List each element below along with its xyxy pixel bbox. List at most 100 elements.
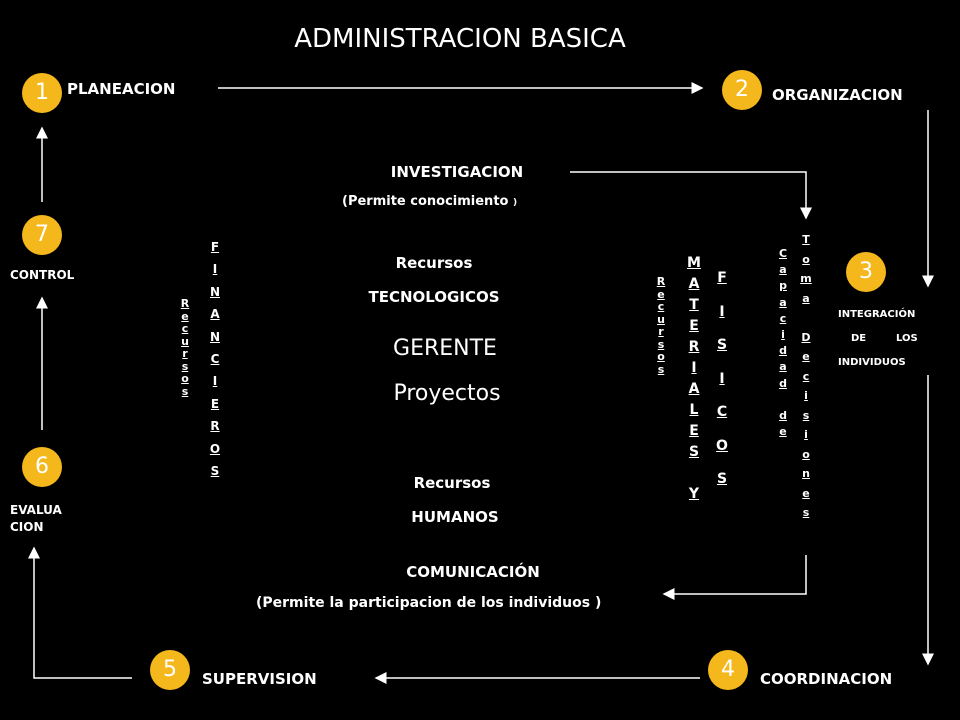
comunicacion-note: (Permite la participacion de los individ… bbox=[256, 595, 602, 611]
investigacion-label: INVESTIGACION bbox=[390, 163, 524, 181]
step-circle-1: 1 bbox=[22, 73, 62, 113]
vertical-letter: R bbox=[656, 275, 666, 288]
vertical-letter: u bbox=[181, 334, 189, 348]
vertical-letter: d bbox=[779, 409, 787, 423]
vertical-letter: S bbox=[716, 471, 728, 487]
gerente-label: GERENTE bbox=[393, 336, 497, 361]
vertical-letter: S bbox=[688, 444, 700, 460]
vertical-letter: F bbox=[210, 240, 220, 254]
vertical-letter: d bbox=[779, 344, 787, 358]
vertical-letter: R bbox=[180, 297, 190, 310]
vertical-letter: A bbox=[688, 381, 700, 397]
step-circle-2: 2 bbox=[722, 70, 762, 110]
recursos-humanos-label-1: Recursos bbox=[413, 474, 491, 492]
step-label-integracion: INTEGRACIÓN bbox=[838, 309, 916, 320]
step-label-control: CONTROL bbox=[10, 268, 75, 282]
step-label-integracion-los: LOS bbox=[896, 333, 918, 344]
vertical-letter: e bbox=[181, 309, 189, 323]
vertical-letter: M bbox=[687, 255, 701, 271]
vertical-letter: c bbox=[779, 311, 787, 325]
vertical-letter: r bbox=[658, 325, 664, 338]
step-label-evaluacion-2: CION bbox=[10, 520, 44, 534]
vertical-letter: e bbox=[779, 425, 787, 439]
vertical-letter: i bbox=[804, 428, 808, 441]
vertical-letter: a bbox=[802, 291, 810, 305]
recursos-tecnologicos-label-1: Recursos bbox=[395, 254, 473, 272]
vertical-letter: T bbox=[802, 233, 810, 246]
vertical-letter: o bbox=[657, 350, 665, 363]
vertical-letter: u bbox=[657, 312, 665, 326]
step-circle-3: 3 bbox=[846, 252, 886, 292]
vertical-letter: I bbox=[719, 303, 725, 320]
vertical-letter: i bbox=[804, 389, 808, 402]
vertical-letter: N bbox=[209, 284, 221, 299]
vertical-letter: I bbox=[719, 370, 725, 387]
vertical-letter: R bbox=[688, 339, 700, 355]
vertical-letter: S bbox=[716, 337, 728, 353]
vertical-letter: I bbox=[691, 360, 697, 376]
arrow-supervision-evaluacion bbox=[28, 546, 132, 679]
vertical-letter: c bbox=[802, 369, 810, 383]
step-label-evaluacion-1: EVALUA bbox=[10, 503, 62, 517]
step-label-supervision: SUPERVISION bbox=[202, 670, 317, 688]
vertical-letter: A bbox=[688, 276, 700, 292]
vertical-letter: s bbox=[181, 384, 189, 398]
vertical-letter: s bbox=[802, 408, 810, 422]
vertical-letter: E bbox=[689, 318, 699, 334]
vertical-letter: d bbox=[779, 376, 787, 390]
proyectos-label: Proyectos bbox=[393, 381, 501, 406]
vertical-letter: E bbox=[689, 423, 699, 439]
step-circle-5: 5 bbox=[150, 650, 190, 690]
vertical-letter: O bbox=[716, 437, 728, 454]
vertical-letter: T bbox=[689, 297, 699, 313]
vertical-letter: a bbox=[779, 295, 787, 309]
step-circle-7: 7 bbox=[22, 215, 62, 255]
vertical-letter: S bbox=[210, 464, 220, 479]
step-label-coordinacion: COORDINACION bbox=[760, 670, 893, 688]
vertical-letter: a bbox=[779, 263, 787, 277]
recursos-humanos-label-2: HUMANOS bbox=[411, 508, 499, 526]
vertical-letter: o bbox=[181, 372, 189, 385]
step-circle-4: 4 bbox=[708, 650, 748, 690]
step-circle-6: 6 bbox=[22, 447, 62, 487]
vertical-letter: a bbox=[779, 360, 787, 374]
investigacion-note: (Permite conocimiento ) bbox=[342, 194, 518, 209]
vertical-letter: o bbox=[802, 447, 810, 461]
vertical-letter: i bbox=[781, 328, 785, 342]
vertical-letter: I bbox=[212, 262, 218, 277]
vertical-letter: o bbox=[802, 252, 810, 266]
recursos-tecnologicos-label-2: TECNOLOGICOS bbox=[368, 288, 500, 306]
comunicacion-label: COMUNICACIÓN bbox=[406, 563, 540, 581]
vertical-letter bbox=[799, 308, 813, 328]
vertical-letter: D bbox=[801, 330, 811, 344]
vertical-letter: n bbox=[802, 467, 810, 480]
vertical-letter: e bbox=[657, 287, 665, 301]
step-label-integracion-individuos: INDIVIDUOS bbox=[838, 357, 906, 368]
vertical-letter: c bbox=[657, 300, 665, 313]
vertical-letter: s bbox=[802, 506, 810, 519]
arrow-investigacion-toma bbox=[570, 171, 812, 220]
vertical-letter: r bbox=[182, 347, 188, 360]
vertical-letter: e bbox=[802, 350, 810, 363]
vertical-letter: Y bbox=[688, 486, 700, 502]
vertical-letter: A bbox=[210, 307, 220, 322]
vertical-letter: O bbox=[209, 441, 221, 456]
vertical-letter: c bbox=[181, 322, 189, 335]
vertical-letter: F bbox=[717, 270, 727, 286]
vertical-letter: E bbox=[210, 396, 220, 411]
vertical-letter: R bbox=[210, 419, 220, 434]
vertical-letter: m bbox=[800, 272, 812, 285]
vertical-letter: p bbox=[779, 279, 787, 293]
vertical-letter: s bbox=[657, 337, 665, 351]
step-label-integracion-de: DE bbox=[851, 333, 867, 344]
vertical-letter: e bbox=[802, 486, 810, 500]
page-title: ADMINISTRACION BASICA bbox=[294, 24, 626, 54]
